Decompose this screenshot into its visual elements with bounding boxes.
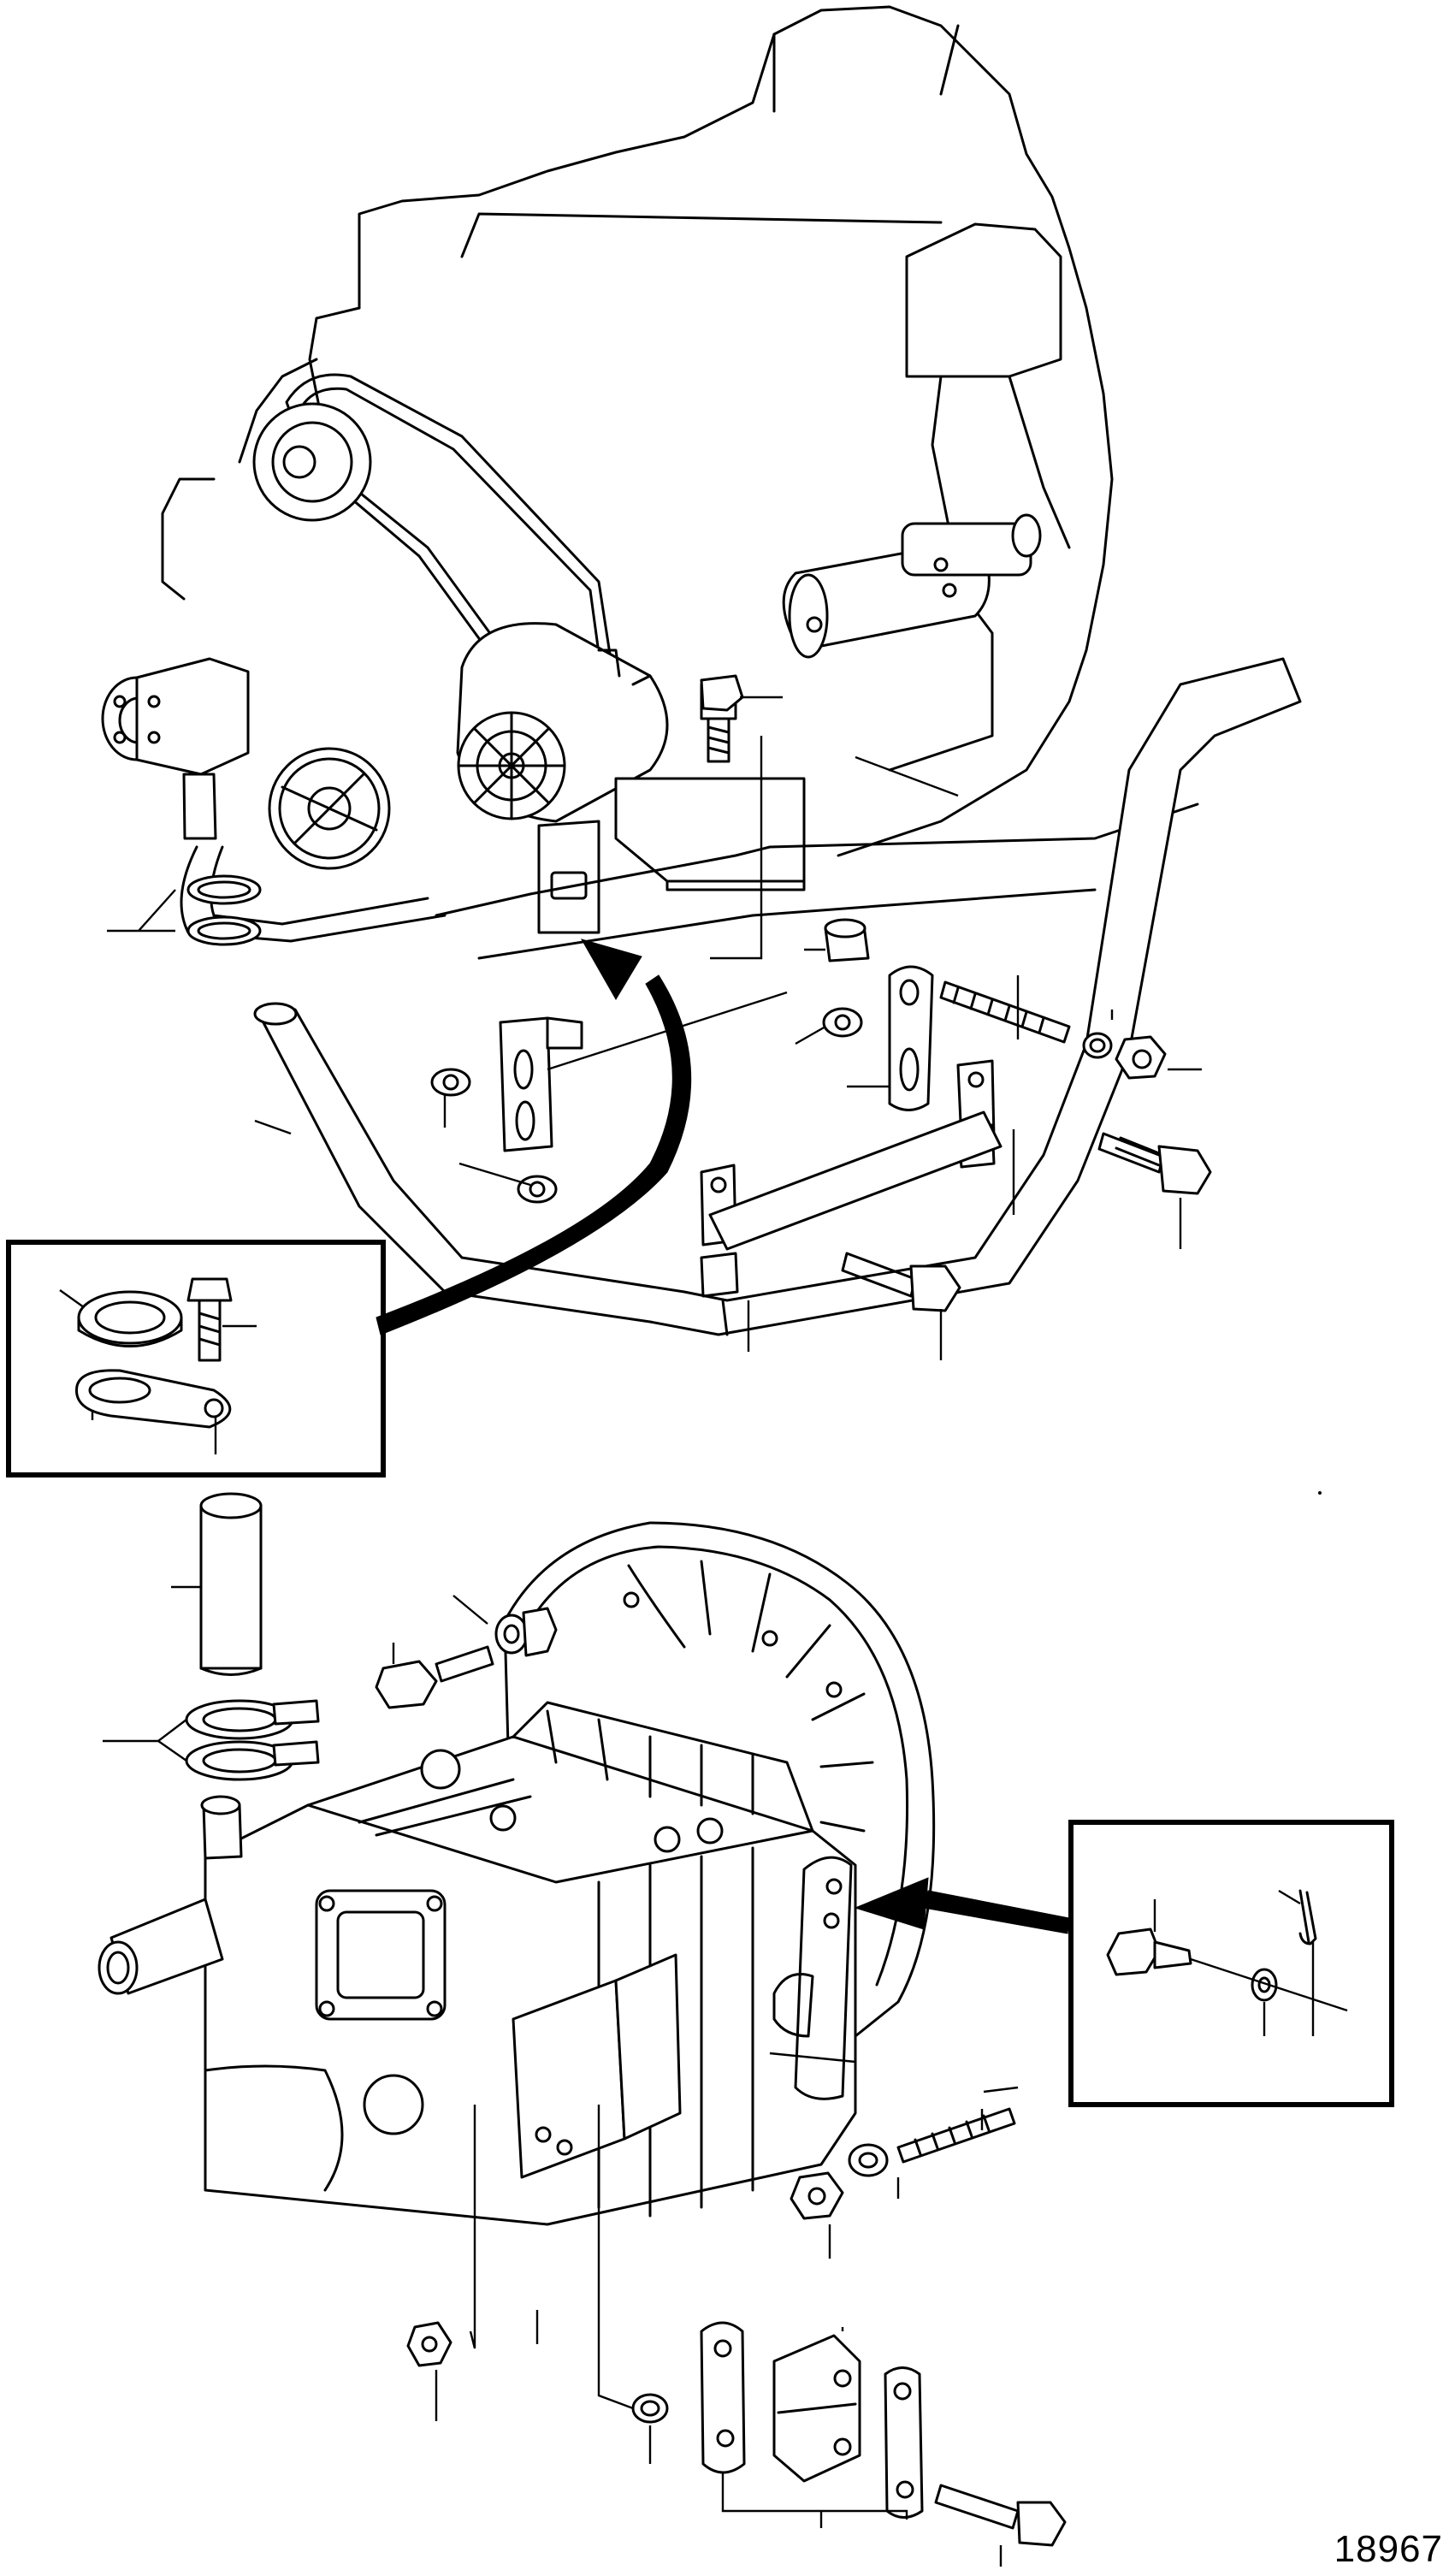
reference-leaders-lower [103,1585,1019,2567]
washer-lower-2 [848,2143,889,2177]
printing-speck [1318,1491,1322,1495]
mounting-bracket-upper [499,1016,583,1152]
crank-pulley [268,747,391,870]
stud-upper [939,980,1071,1044]
starter-motor [782,513,1042,659]
engine-bolt-top [700,674,744,712]
sea-water-pump [101,657,250,840]
washer-lower-1 [494,1614,529,1655]
bolt-upper-3 [841,1252,961,1312]
hose-lower [199,1492,263,1676]
cooling-pipe-section [708,1110,1003,1251]
support-plate-upper [888,965,934,1111]
flange-nut-upper-1 [822,1007,863,1038]
hose-clamp-pair-upper [186,874,262,946]
washer-upper [1082,1032,1113,1059]
stud-lower [896,2107,1016,2164]
top-pulley [252,402,372,522]
water-hose-upper [253,657,1302,1336]
nut-lower-3 [406,2321,452,2367]
gearbox-body [204,1701,857,2226]
bolt-lower-1 [375,1645,494,1709]
reference-leaders-upper [107,696,1202,1360]
detail-box-lower [1068,1820,1394,2107]
spacer-upper [824,918,870,962]
flange-nut-upper-2 [430,1068,471,1097]
alternator [456,622,669,823]
rubber-mount-block [772,2334,861,2483]
mount-link-plate-2 [884,2366,924,2519]
bracket-and-plate [537,777,806,934]
lever-arm [772,1856,853,2100]
nut-lower-2 [790,2171,844,2220]
nut-lower-1 [522,1607,558,1657]
bolt-upper-2 [1097,1132,1212,1195]
flange-nut-upper-3 [517,1175,558,1204]
nut-upper [1115,1035,1167,1080]
engine-block [161,5,1114,857]
hose-clamp-pair-lower [185,1699,320,1781]
figure-number: 18967 [1334,2528,1443,2570]
washer-lower-3 [631,2393,669,2424]
bolt-lower-2 [934,2484,1067,2547]
detail-pointer-arrow-upper [376,939,692,1335]
support-bracket-lower [512,1953,682,2179]
detail-box-upper [6,1240,386,1477]
mount-link-plate-1 [700,2321,746,2474]
gearbox-water-outlet [98,1795,243,1995]
detail-pointer-arrow-lower [854,1877,1070,1934]
